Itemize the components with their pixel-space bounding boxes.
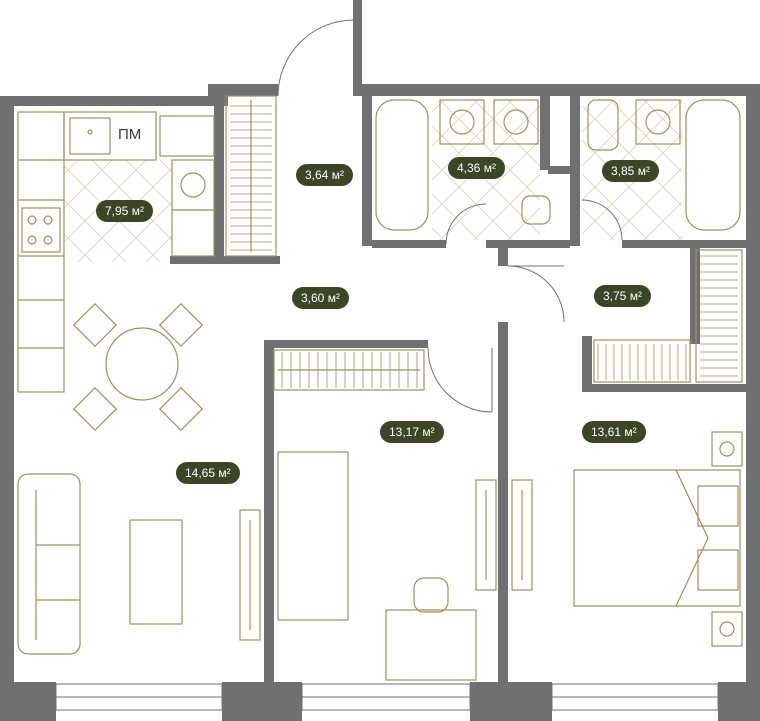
area-badge-living: 14,65 м² — [176, 462, 240, 484]
area-badge-bedroom-1: 13,17 м² — [380, 421, 444, 443]
tile-floors — [64, 100, 682, 262]
plan-label: ПМ — [118, 126, 142, 143]
area-badge-corridor: 3,60 м² — [292, 287, 349, 309]
area-badge-hall: 3,64 м² — [296, 164, 353, 186]
area-badge-bath-1: 4,36 м² — [448, 157, 505, 179]
area-badge-kitchen: 7,95 м² — [96, 200, 153, 222]
area-badge-bath-2: 3,85 м² — [602, 160, 659, 182]
area-badge-bedroom-2: 13,61 м² — [582, 421, 646, 443]
furniture — [17, 95, 743, 681]
shelf-slats — [230, 105, 738, 388]
area-badge-closet: 3,75 м² — [594, 285, 651, 307]
windows — [55, 683, 719, 711]
doors — [277, 19, 623, 413]
